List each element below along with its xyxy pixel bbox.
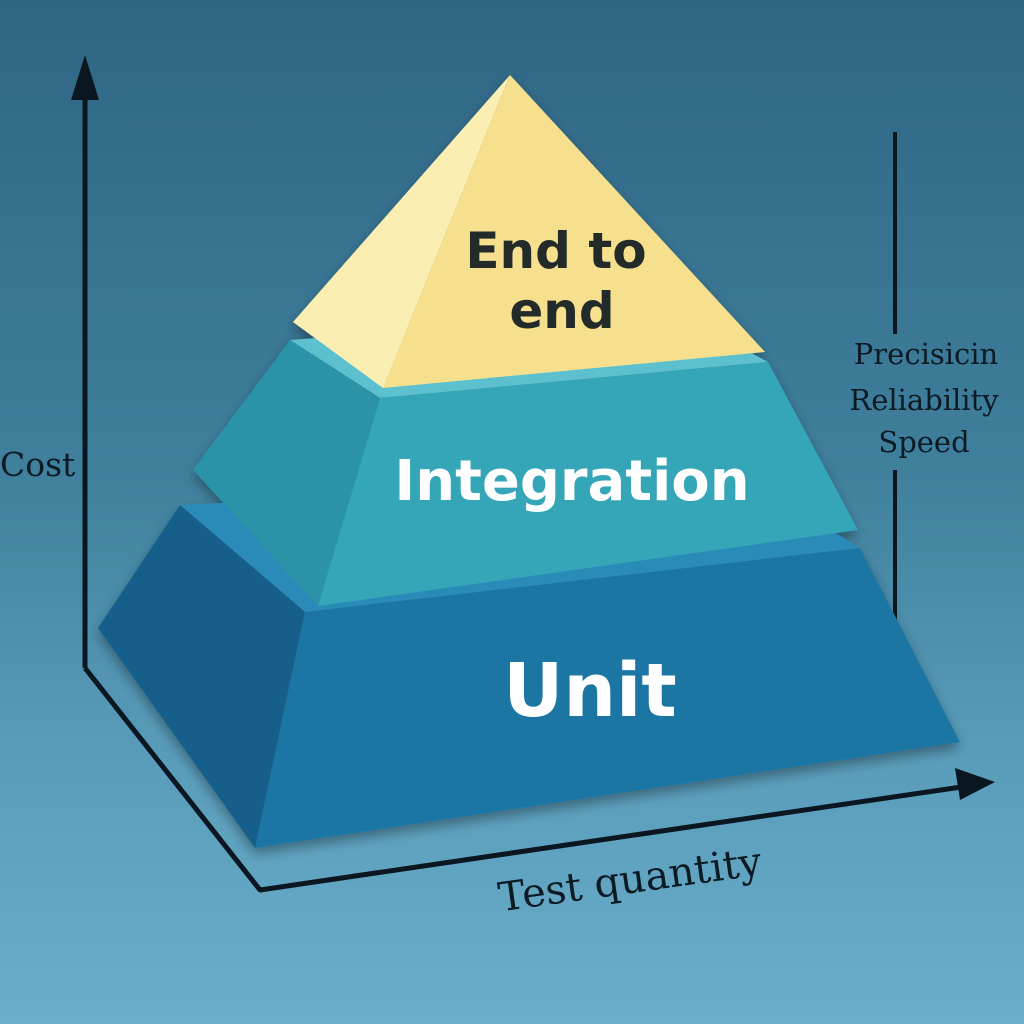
integration-front-face [318, 362, 858, 606]
integration-left-face [193, 340, 380, 606]
integration-label: Integration [394, 449, 749, 514]
vertical-axis-label: Cost [0, 445, 75, 484]
vertical-axis-arrowhead [71, 55, 99, 100]
end-to-end-label-line-1: End to [465, 222, 646, 280]
unit-label: Unit [503, 648, 677, 734]
pyramid-layer-end-to-end: End to end [293, 75, 765, 388]
side-scale-label-precision: Precisicin [854, 337, 998, 371]
end-to-end-front-face [383, 75, 765, 388]
unit-left-face [98, 505, 305, 848]
side-scale-label-speed: Speed [878, 425, 969, 459]
horizontal-axis-line [83, 666, 976, 893]
side-scale: Precisicin Reliability Speed [849, 132, 999, 620]
side-scale-label-reliability: Reliability [849, 383, 999, 417]
end-to-end-label-line-2: end [509, 282, 614, 340]
end-to-end-left-face [293, 75, 510, 388]
pyramid: Unit Integration End to end [98, 75, 960, 848]
horizontal-axis-arrowhead [955, 768, 995, 800]
unit-front-face [255, 548, 960, 848]
